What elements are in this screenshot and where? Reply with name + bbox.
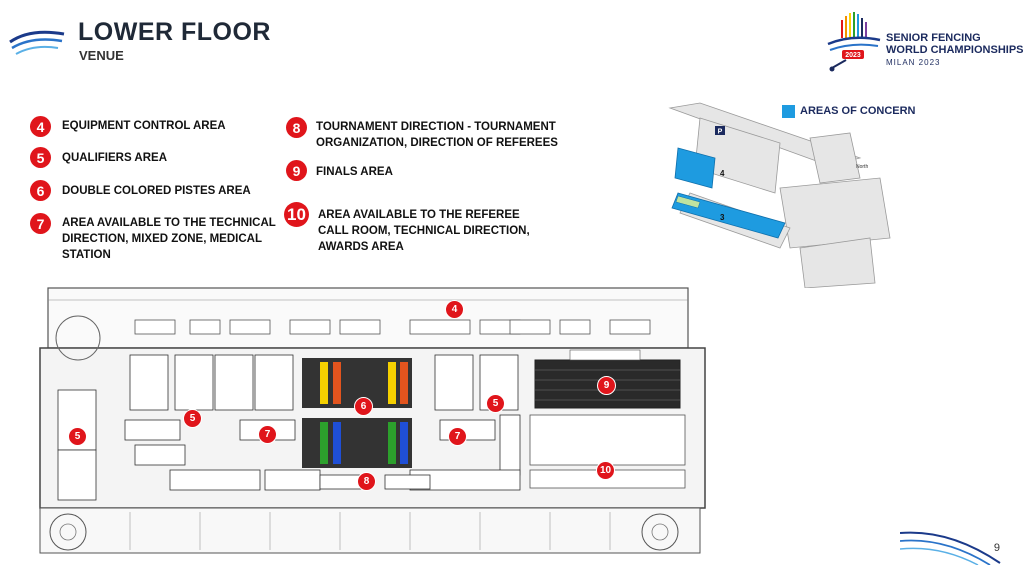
legend-text-7: AREA AVAILABLE TO THE TECHNICAL DIRECTIO… (62, 217, 276, 261)
minimap-parking-label: P (718, 129, 723, 136)
floor-marker-5-right: 5 (486, 394, 505, 413)
concern-swatch (782, 105, 795, 118)
legend-badge-9: 9 (286, 160, 307, 181)
championships-logo-icon: 2023 (827, 12, 881, 72)
floor-marker-10: 10 (596, 461, 615, 480)
legend-badge-4: 4 (30, 116, 51, 137)
concern-label: AREAS OF CONCERN (800, 105, 916, 117)
minimap-north-label: North (856, 164, 868, 170)
page-subtitle: VENUE (79, 48, 124, 63)
floor-marker-8: 8 (357, 472, 376, 491)
legend-text-4: EQUIPMENT CONTROL AREA (62, 120, 226, 132)
floor-marker-6: 6 (354, 397, 373, 416)
logo-year: 2023 (845, 52, 861, 59)
legend-text-8: TOURNAMENT DIRECTION - TOURNAMENT ORGANI… (316, 121, 558, 149)
venue-logo-swirl (9, 30, 65, 55)
legend-text-9: FINALS AREA (316, 166, 393, 178)
floor-marker-7-right: 7 (448, 427, 467, 446)
brand-line-3: MILAN 2023 (886, 58, 941, 67)
legend-badge-8: 8 (286, 117, 307, 138)
page-title: LOWER FLOOR (78, 18, 271, 46)
legend-badge-10: 10 (284, 202, 309, 227)
brand-line-1: SENIOR FENCING (886, 32, 981, 44)
venue-overview-minimap: P 4 3 North (668, 102, 891, 288)
footer-swirl (900, 531, 1001, 565)
floor-marker-4: 4 (445, 300, 464, 319)
brand-line-2: WORLD CHAMPIONSHIPS (886, 44, 1024, 56)
lower-floor-plan (39, 287, 706, 554)
minimap-area-4-label: 4 (720, 169, 725, 178)
minimap-area-3-label: 3 (720, 213, 725, 222)
page-number: 9 (993, 542, 1000, 554)
floor-marker-5-center: 5 (183, 409, 202, 428)
floor-marker-9: 9 (597, 376, 616, 395)
legend-badge-7: 7 (30, 213, 51, 234)
legend-text-5: QUALIFIERS AREA (62, 152, 167, 164)
legend-badge-5: 5 (30, 147, 51, 168)
floor-marker-5-left: 5 (68, 427, 87, 446)
legend-badge-6: 6 (30, 180, 51, 201)
legend-text-10: AREA AVAILABLE TO THE REFEREE CALL ROOM,… (318, 209, 530, 253)
legend-text-6: DOUBLE COLORED PISTES AREA (62, 185, 251, 197)
floor-marker-7-left: 7 (258, 425, 277, 444)
